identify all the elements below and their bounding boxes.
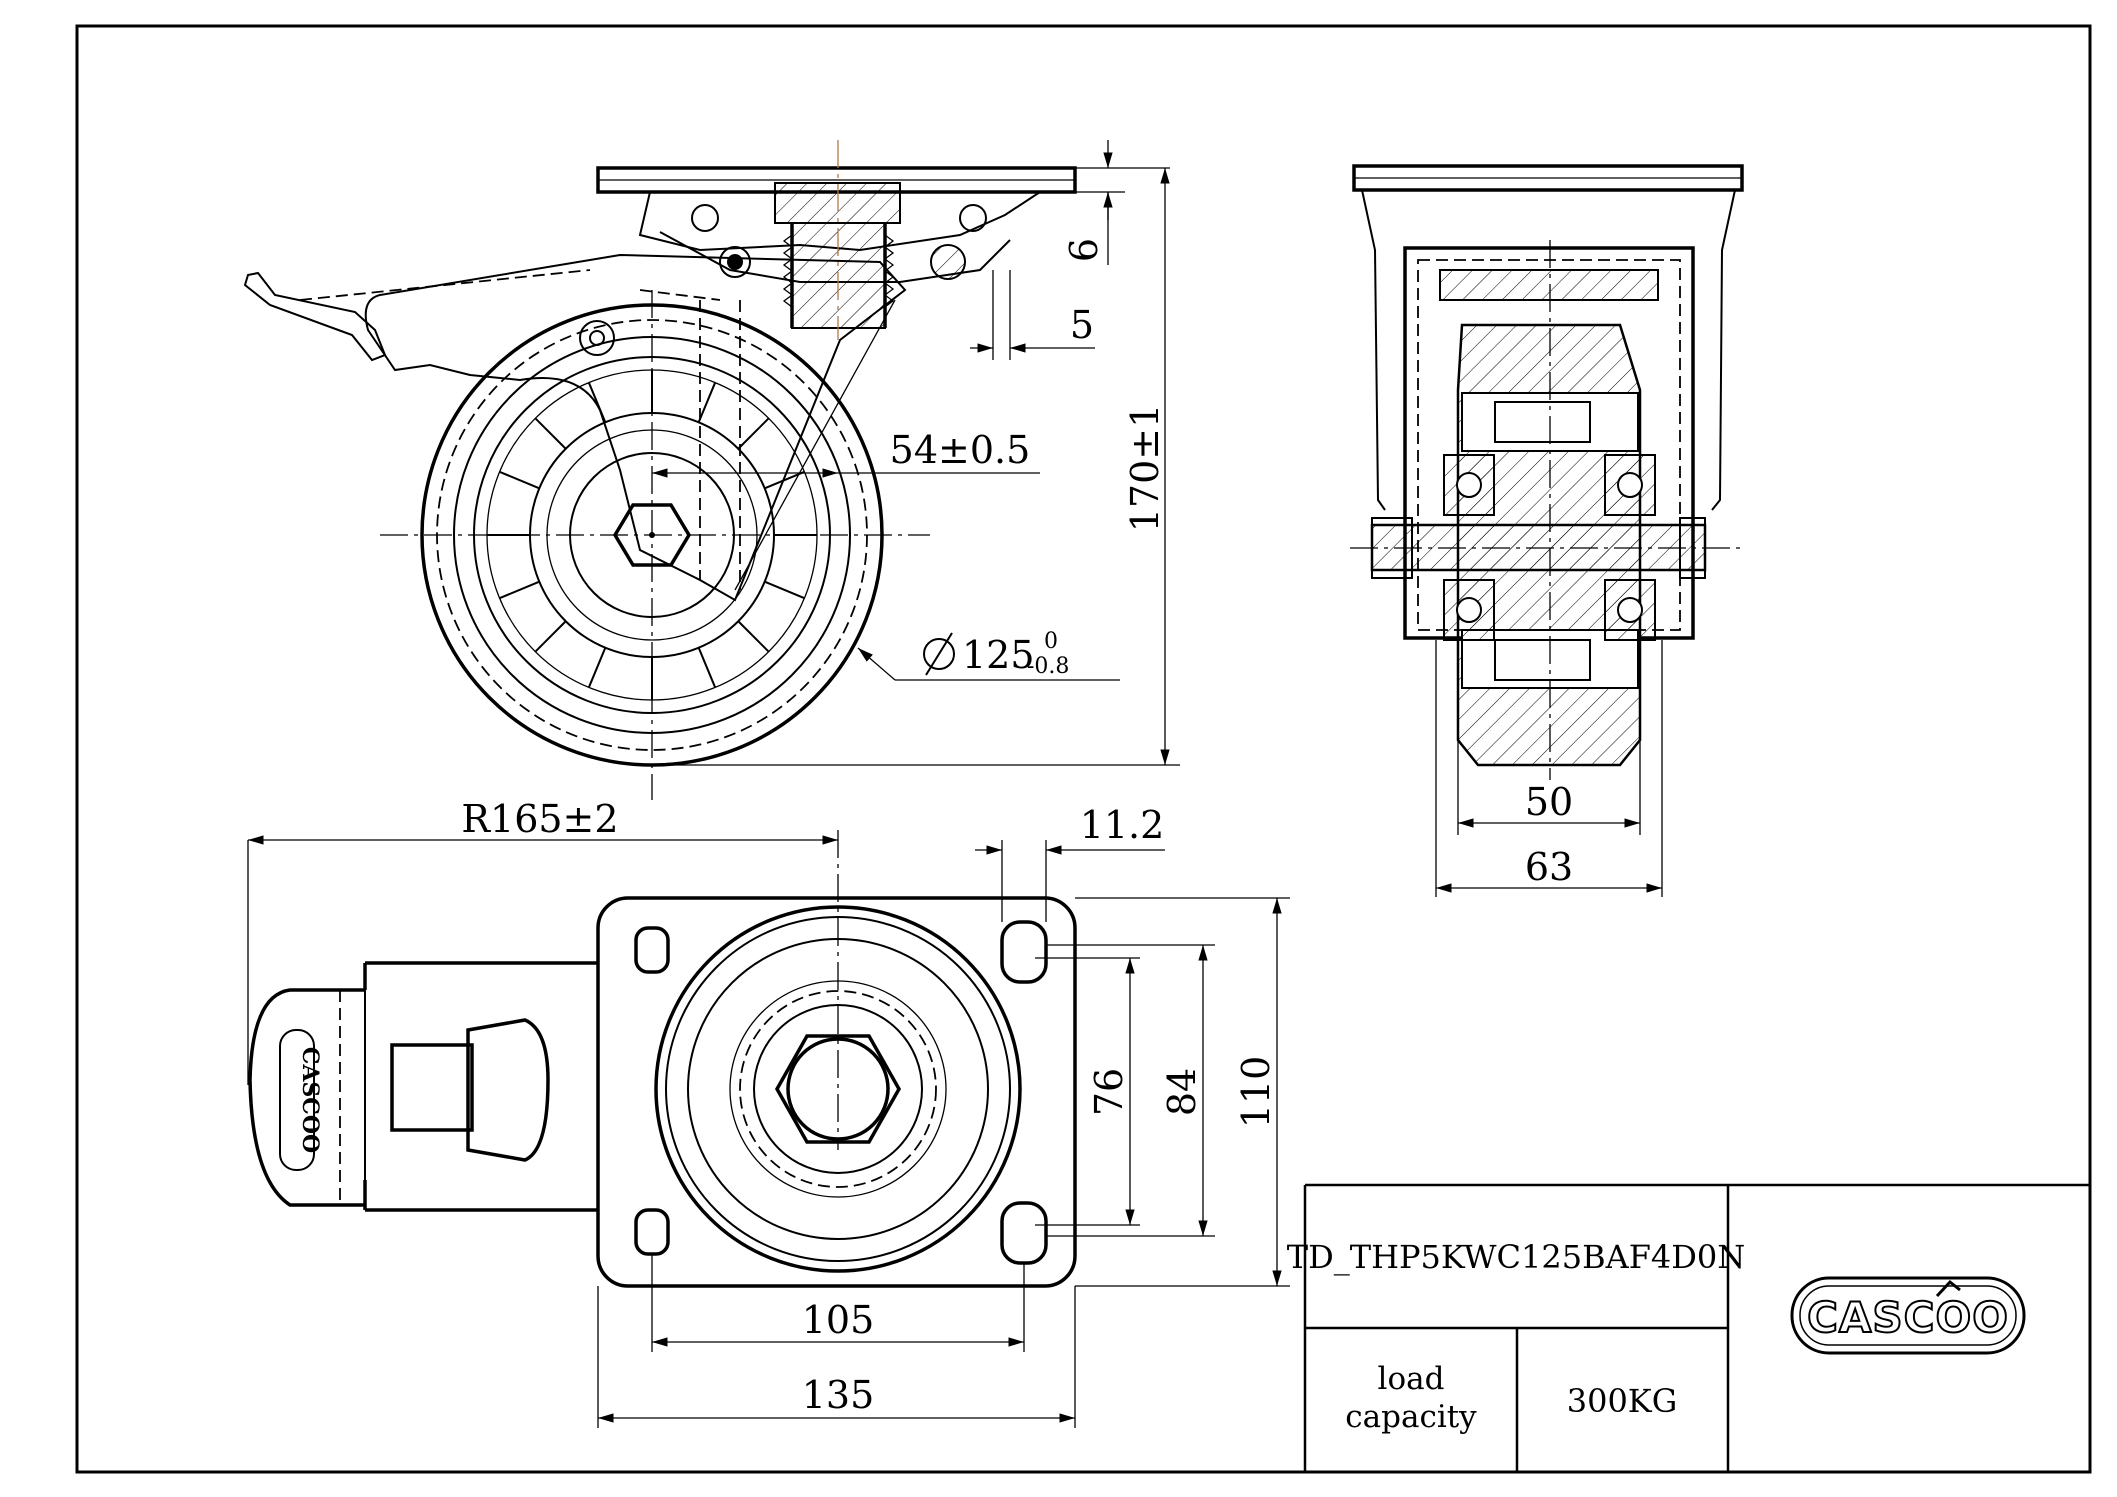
wheel-spoke <box>534 417 567 450</box>
pedal-housing <box>363 961 598 1212</box>
wheel-spoke <box>737 417 770 450</box>
dim-wheel-tol-upper: 0 <box>1044 629 1058 654</box>
dim-plate-length: 110 <box>1234 1056 1278 1129</box>
dim-wheel-tol-lower: -0.8 <box>1027 654 1069 679</box>
dim-hole-spacing-x: 105 <box>802 1298 875 1342</box>
top-hex <box>774 1034 902 1144</box>
wheel-spoke <box>737 620 770 653</box>
mount-plate <box>596 896 1077 1288</box>
dim-top-gap: 6 <box>1062 238 1106 262</box>
logo-text: CASCOO <box>1807 1293 2009 1342</box>
pedal-brand-mark: CASCOO <box>297 1047 323 1153</box>
dim-hole-spacing-inner: 76 <box>1087 1068 1131 1116</box>
wheel-spoke <box>697 382 717 423</box>
wheel-spoke <box>764 470 805 490</box>
title-block: TD_THP5KWC125BAF4D0N load capacity 300KG… <box>1287 1183 2090 1472</box>
mount-hole-tr <box>1000 920 1048 984</box>
dim-wheel-width: 50 <box>1525 780 1573 824</box>
mount-hole-br <box>1000 1201 1048 1265</box>
dim-wheel-diameter: 125 <box>962 633 1035 677</box>
part-number: TD_THP5KWC125BAF4D0N <box>1287 1238 1746 1276</box>
dim-height: 170±1 <box>1123 404 1167 533</box>
mount-hole-tl <box>634 926 670 974</box>
casco-logo: CASCOO <box>1790 1276 2026 1355</box>
wheel-spoke <box>499 580 540 600</box>
dim-hole-spacing-outer: 84 <box>1160 1068 1204 1116</box>
load-capacity-value: 300KG <box>1567 1382 1678 1420</box>
top-view: CASCOO R165±2 11.2 76 <box>247 797 1290 1428</box>
dim-radius: R165±2 <box>461 797 618 841</box>
load-capacity-label: load capacity <box>1345 1361 1477 1435</box>
dim-offset: 54±0.5 <box>890 428 1031 472</box>
wheel-spoke <box>587 647 607 688</box>
side-view: 6 5 54±0.5 170±1 125 0 -0.8 <box>243 140 1180 800</box>
drawing-frame <box>75 24 2092 1474</box>
diameter-symbol <box>923 638 955 670</box>
dim-overall-width: 63 <box>1525 845 1573 889</box>
dim-plate-width: 135 <box>802 1373 875 1417</box>
front-view: 50 63 <box>1350 164 1744 897</box>
wheel-spoke <box>764 580 805 600</box>
wheel-spoke <box>499 470 540 490</box>
mount-hole-bl <box>634 1208 670 1256</box>
dim-thread-gap: 5 <box>1070 303 1094 347</box>
wheel-spoke <box>697 647 717 688</box>
dim-hole-size: 11.2 <box>1080 803 1165 847</box>
fork <box>364 253 907 602</box>
wheel-spoke <box>534 620 567 653</box>
brake-lever <box>243 271 387 362</box>
wheel-spoke <box>587 382 607 423</box>
